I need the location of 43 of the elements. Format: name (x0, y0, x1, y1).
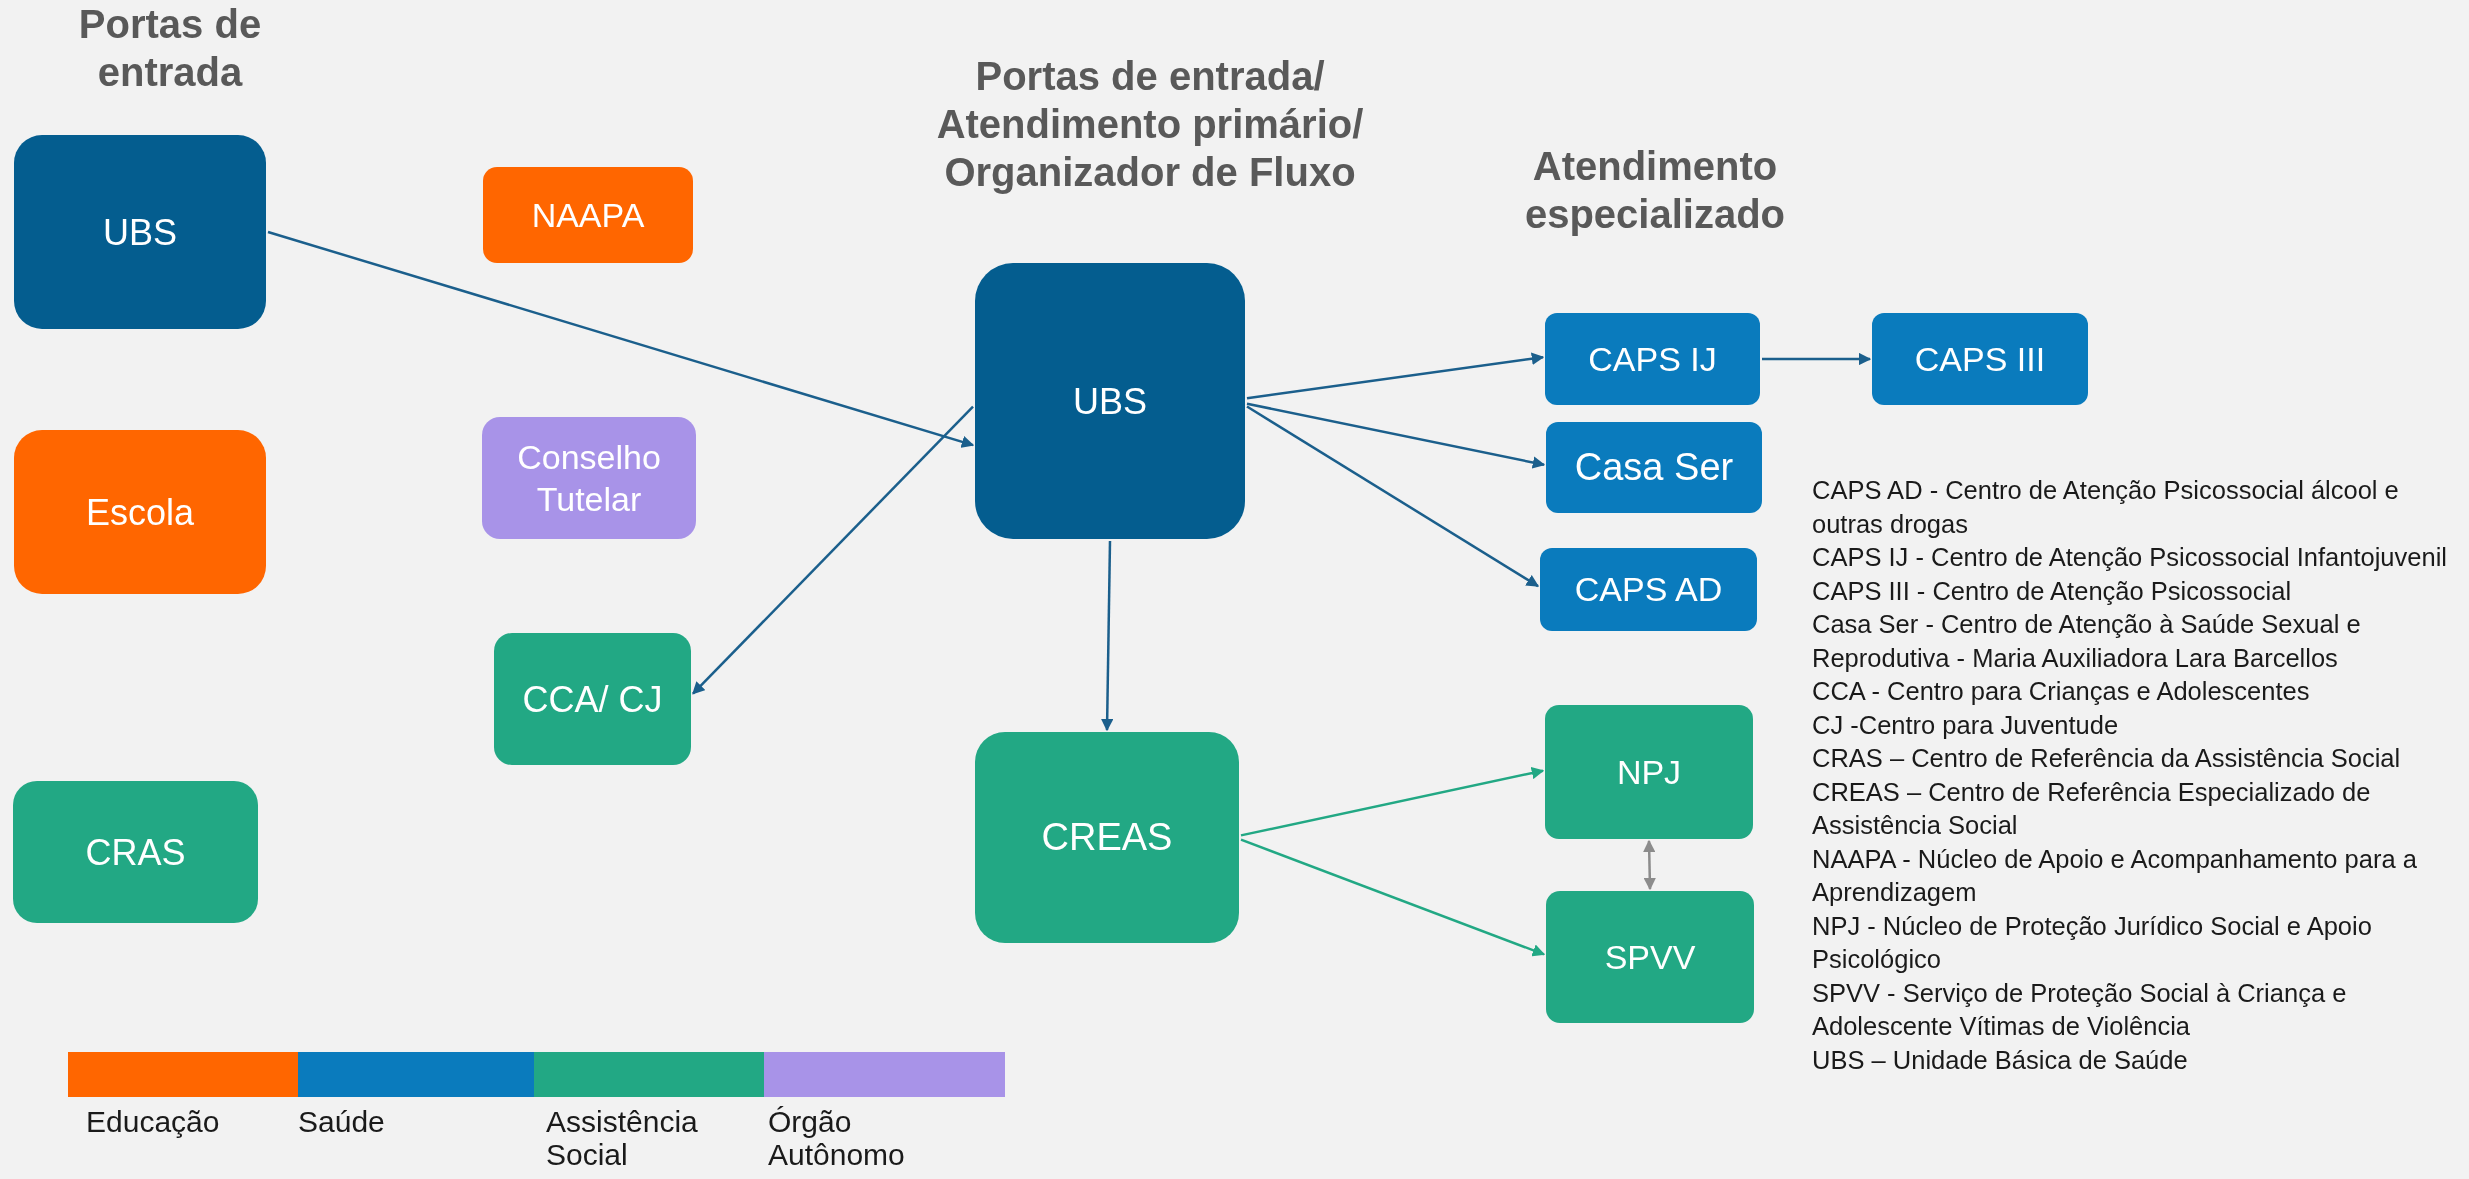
legend-text: Educação (85, 1105, 221, 1138)
abbreviation-note: CAPS AD - Centro de Atenção Psicossocial álcool e outras drogas (1812, 475, 2400, 540)
service-box: NAAPA (483, 167, 693, 263)
service-box: UBS (14, 135, 266, 329)
arrow (1240, 766, 1545, 837)
arrow (1762, 352, 1872, 366)
service-box: CREAS (975, 732, 1239, 943)
arrow (1246, 402, 1546, 469)
abbreviation-note: UBS – Unidade Básica de Saúde (1812, 1044, 2189, 1076)
service-box: CAPS IJ (1545, 313, 1760, 405)
arrow (1246, 405, 1540, 588)
service-box: Casa Ser (1546, 422, 1762, 513)
abbreviation-note: CREAS – Centro de Referência Especializado de Assistência Social (1812, 776, 2372, 841)
arrow (267, 230, 975, 448)
abbreviation-note: CJ -Centro para Juventude (1812, 709, 2120, 741)
abbreviation-note: SPVV - Serviço de Proteção Social à Criança e Adolescente Vítimas de Violência (1812, 977, 2348, 1042)
service-box: CAPS III (1872, 313, 2088, 405)
abbreviation-note: NPJ - Núcleo de Proteção Jurídico Social e Apoio Psicológico (1812, 910, 2373, 975)
service-box: CRAS (13, 781, 258, 923)
arrow (1100, 540, 1114, 732)
abbreviation-note: CAPS III - Centro de Atenção Psicossocial (1812, 575, 2293, 607)
column-heading: Portas de entrada (77, 1, 263, 96)
abbreviation-note: CAPS IJ - Centro de Atenção Psicossocial Infantojuvenil (1812, 542, 2448, 573)
legend-text: Órgão Autônomo (767, 1105, 906, 1171)
arrow (1240, 838, 1546, 957)
abbreviation-note: CCA - Centro para Crianças e Adolescentes (1812, 676, 2311, 707)
legend-text: Assistência Social (545, 1105, 699, 1171)
abbreviation-note: NAAPA - Núcleo de Apoio e Acompanhamento para a Aprendizagem (1812, 843, 2418, 908)
arrow (692, 405, 974, 695)
service-box: SPVV (1546, 891, 1754, 1023)
service-box: Conselho Tutelar (482, 417, 696, 539)
service-box: CCA/ CJ (494, 633, 691, 765)
arrow (1643, 839, 1656, 891)
column-heading: Atendimento especializado (1523, 143, 1787, 238)
abbreviation-note: CRAS – Centro de Referência da Assistência Social (1812, 743, 2402, 774)
service-box: Escola (14, 430, 266, 594)
service-box: UBS (975, 263, 1245, 539)
service-box: CAPS AD (1540, 548, 1757, 631)
arrow (1246, 352, 1545, 400)
column-heading: Portas de entrada/ Atendimento primário/ Organizador de Fluxo (935, 53, 1365, 196)
legend-text: Saúde (298, 1105, 386, 1138)
abbreviation-note: Casa Ser - Centro de Atenção à Saúde Sexual e Reprodutiva - Maria Auxiliadora Lara Barcellos (1812, 609, 2362, 674)
service-box: NPJ (1545, 705, 1753, 839)
